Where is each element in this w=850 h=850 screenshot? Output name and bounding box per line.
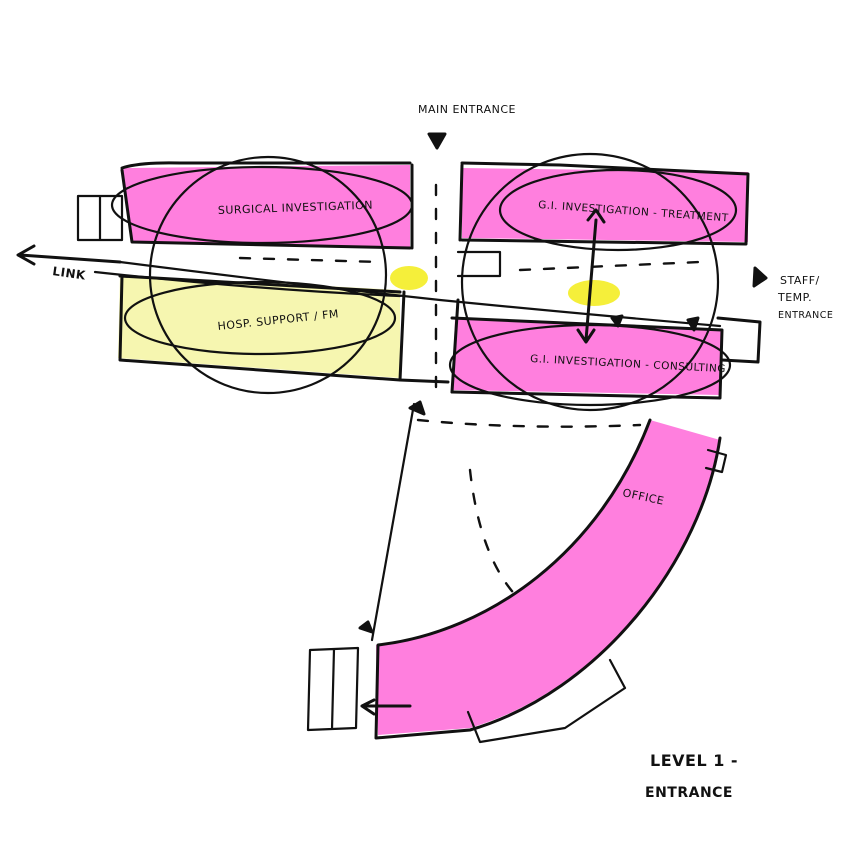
main-entrance-label: MAIN ENTRANCE	[418, 103, 516, 116]
courtyard-left-edge	[370, 402, 416, 642]
dash-upper-corridor	[238, 256, 382, 264]
office-notch	[704, 448, 728, 474]
surgical-oval	[110, 165, 414, 245]
courtyard-bottom-marker	[358, 620, 374, 634]
office-wing-outline	[374, 418, 722, 740]
waiting-marker-right	[568, 280, 620, 306]
left-stair-top	[76, 194, 124, 242]
staff-entrance-arrow	[752, 266, 768, 288]
zone-fills	[118, 165, 748, 735]
office-wing-zone	[376, 420, 720, 735]
staff-entrance-label-2: TEMP.	[777, 291, 812, 304]
gi-circle	[460, 152, 720, 412]
arrows	[16, 132, 768, 716]
surgical-circle	[148, 155, 388, 395]
courtyard-top-marker	[408, 400, 426, 416]
level-label: LEVEL 1 -	[650, 751, 738, 770]
dash-right-corridor	[518, 260, 702, 272]
space-bubbles	[110, 152, 738, 412]
link-arrow	[16, 244, 122, 266]
dash-courtyard-fill	[468, 468, 522, 602]
hosp-support-zone	[118, 275, 400, 378]
link-label: LINK	[52, 264, 87, 283]
gi-treatment-oval	[498, 168, 738, 252]
dash-courtyard-arc	[416, 418, 642, 428]
gi-consulting-oval	[448, 323, 732, 407]
support-oval	[123, 280, 397, 356]
right-small-marker	[610, 314, 624, 328]
main-entrance-arrow	[427, 132, 447, 150]
lower-stair-arrow	[360, 698, 412, 716]
gi-consulting-zone	[452, 318, 722, 395]
staff-entrance-label-3: ENTRANCE	[778, 310, 833, 321]
central-corridor-right-wall	[450, 163, 464, 394]
vertical-double-arrow	[576, 208, 606, 344]
right-entrance-box	[716, 316, 762, 364]
top-block-outline	[120, 161, 750, 250]
waiting-marker-left	[390, 266, 428, 290]
surgical-investigation-zone	[122, 165, 410, 248]
surgical-investigation-label: SURGICAL INVESTIGATION	[218, 199, 374, 217]
left-stair-bottom	[306, 646, 360, 732]
link-small-box	[456, 250, 502, 278]
right-small-marker-2	[686, 316, 700, 332]
office-bottom-bay	[466, 658, 627, 744]
circulation-dashes	[238, 183, 702, 602]
staff-entrance-label-1: STAFF/	[780, 274, 820, 287]
building-outlines	[76, 161, 762, 744]
level-subtitle-label: ENTRANCE	[645, 785, 733, 801]
